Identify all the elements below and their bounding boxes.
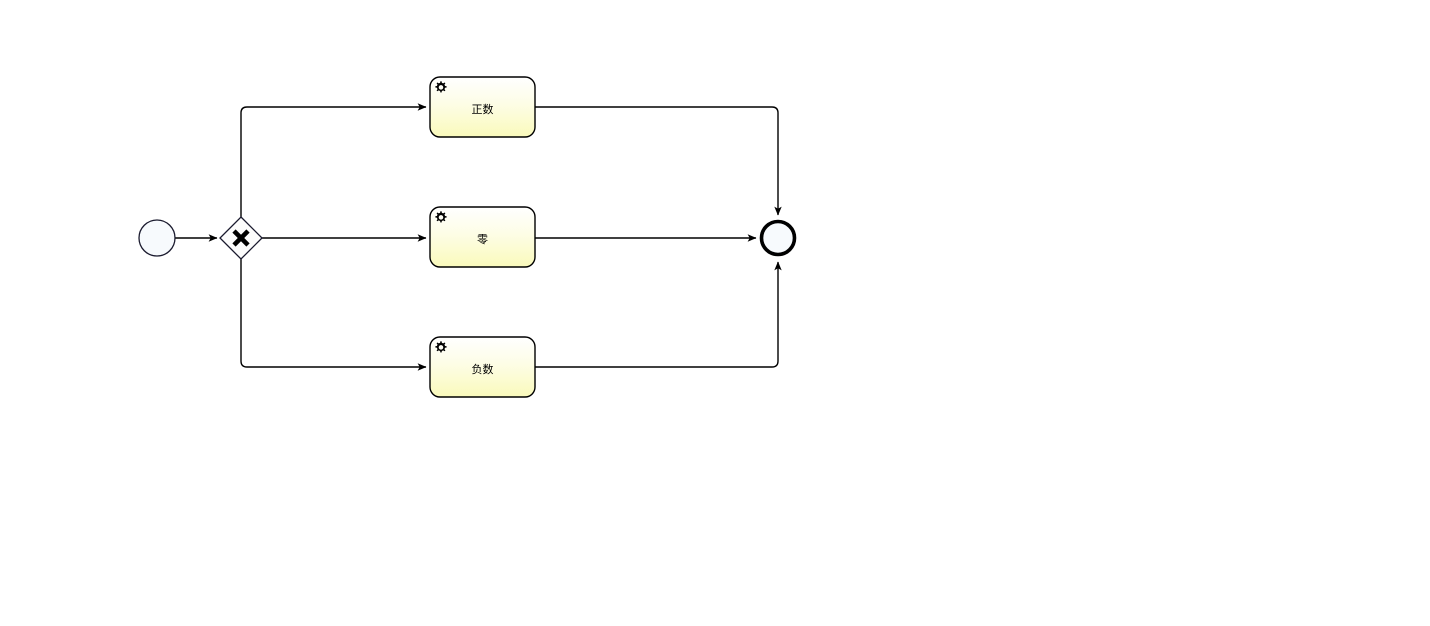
task-label-positive: 正数	[472, 103, 494, 116]
sequence-flow-layer	[175, 103, 782, 371]
service-task-zero[interactable]: 零	[429, 206, 536, 268]
start-event[interactable]	[138, 219, 176, 257]
task-box-negative	[429, 336, 536, 398]
task-label-negative: 负数	[472, 362, 494, 376]
sequence-flow-gateway-to-negative[interactable]	[240, 259, 427, 371]
end-event-icon	[759, 219, 797, 257]
start-event-icon	[138, 219, 176, 257]
sequence-flow-gateway-to-positive[interactable]	[240, 103, 427, 217]
end-event[interactable]	[759, 219, 797, 257]
task-box-positive	[429, 76, 536, 138]
gateway-x-icon	[232, 229, 250, 247]
task-label-zero: 零	[477, 233, 488, 246]
service-task-positive[interactable]: 正数	[429, 76, 536, 138]
exclusive-gateway[interactable]	[219, 216, 263, 260]
sequence-flow-negative-to-end[interactable]	[535, 261, 782, 368]
task-box-zero	[429, 206, 536, 268]
service-task-negative[interactable]: 负数	[429, 336, 536, 398]
sequence-flow-positive-to-end[interactable]	[535, 106, 782, 216]
